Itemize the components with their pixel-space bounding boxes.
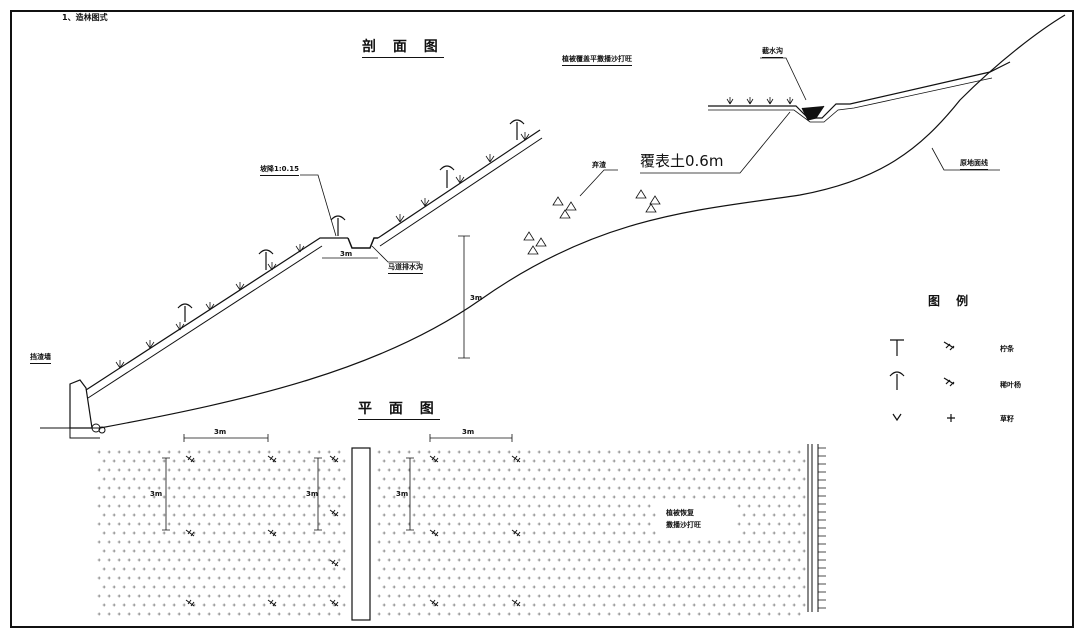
edge-tick [818, 447, 826, 609]
spoil-marks [523, 189, 661, 255]
plan-dim-v1-label: 3m [150, 490, 163, 498]
shrub-mark [329, 559, 339, 567]
plan-title: 平 面 图 [358, 398, 440, 420]
legend-title: 图 例 [928, 294, 975, 308]
plan-dim-a [183, 434, 269, 442]
slope-grass [115, 132, 530, 369]
upper-slope-inner [379, 137, 543, 247]
slope-ratio-label: 坡降1:0.15 [260, 164, 299, 176]
retaining-wall [69, 379, 93, 429]
cover-soil-leader [640, 111, 791, 174]
plan-center-label: 植被恢复 [666, 508, 694, 518]
lower-slope-inner [87, 245, 323, 399]
legend-symbols [889, 339, 955, 422]
shrub-mark [511, 455, 521, 463]
plan-edge-lines [807, 444, 819, 612]
shrub-mark [429, 599, 439, 607]
shrub-mark [267, 599, 277, 607]
shrub-mark [185, 455, 195, 463]
plan-edge-ticks [818, 447, 826, 609]
ditch-leader [760, 57, 807, 101]
original-terrain-line [99, 14, 1066, 429]
bench-dim-label: 3m [340, 250, 353, 258]
seed-crosses [97, 450, 806, 616]
shrub-mark [429, 529, 439, 537]
section-title: 剖 面 图 [362, 36, 444, 58]
plan-dim-b-label: 3m [462, 428, 475, 436]
plan-seed-pattern [97, 450, 806, 616]
plan-dim-a-label: 3m [214, 428, 227, 436]
plan-dim-v2-label: 3m [306, 490, 319, 498]
shrub-mark [511, 529, 521, 537]
terrain-line-label: 原地面线 [960, 158, 988, 170]
shrub-mark [429, 455, 439, 463]
shrub-mark [185, 529, 195, 537]
drainage-ditch-label: 截水沟 [762, 46, 783, 58]
plan-dim-v3-label: 3m [396, 490, 409, 498]
bench-ditch [347, 237, 378, 249]
slope-callout-leader [300, 174, 337, 237]
plan-strip [351, 447, 371, 621]
slope-trees [177, 119, 525, 322]
top-platform-inner [708, 77, 993, 123]
ditch-callout-leader [371, 245, 420, 263]
height-dimension [458, 235, 470, 359]
plan-dim-b [429, 434, 513, 442]
terrain-leader [931, 147, 1000, 171]
retaining-wall-label: 挡渣墙 [30, 352, 51, 364]
border [10, 10, 1074, 628]
shrub-mark [511, 599, 521, 607]
shrub-mark [185, 599, 195, 607]
lower-slope [85, 237, 348, 391]
height-dim-label: 3m [470, 294, 483, 302]
intercept-ditch [801, 105, 825, 121]
legend-text-2: 稀叶杨 [1000, 381, 1021, 389]
plan-shrubs [185, 455, 521, 607]
cover-soil-label: 覆表土0.6m [640, 152, 724, 170]
top-platform [708, 61, 1011, 119]
drawing-heading: 1、造林图式 [62, 13, 108, 22]
top-grass [726, 97, 794, 105]
drain-channel-label: 马道排水沟 [388, 262, 423, 274]
wall-footing [69, 428, 100, 439]
spoil-leader [579, 169, 618, 197]
plan-center-label-2: 撒播沙打旺 [666, 520, 701, 530]
shrub-mark [329, 509, 339, 517]
rubble-stone [98, 426, 106, 434]
shrub-mark [329, 599, 339, 607]
shrub-mark [267, 529, 277, 537]
legend-text-1: 柠条 [1000, 345, 1014, 353]
upper-slope [377, 129, 541, 239]
legend-text-3: 草籽 [1000, 415, 1014, 423]
shrub-mark [329, 455, 339, 463]
plan-dim-v1 [162, 457, 170, 531]
top-annotation: 植被覆盖平撒播沙打旺 [562, 54, 632, 66]
spoil-label: 弃渣 [592, 161, 606, 169]
shrub-mark [267, 455, 277, 463]
